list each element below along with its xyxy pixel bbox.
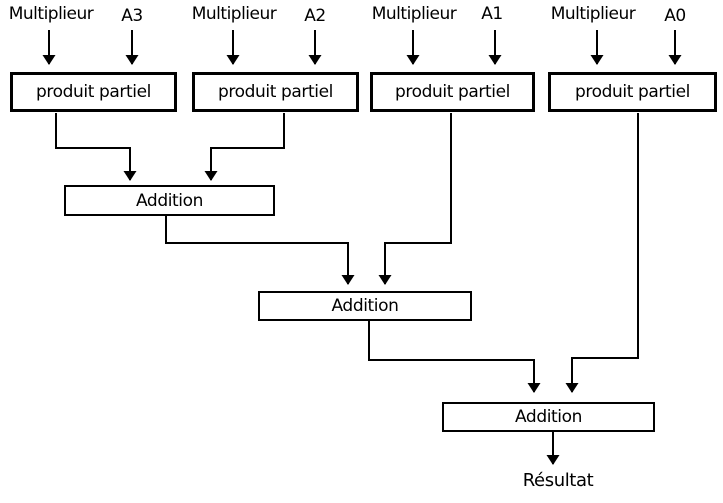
input-label-multiplieur-2: Multiplieur xyxy=(191,4,277,24)
connector-pp2-to-adder1 xyxy=(204,113,285,181)
partial-product-box-2: produit partiel xyxy=(192,72,359,112)
input-label-a0: A0 xyxy=(664,6,686,26)
connector-adder1-to-adder2 xyxy=(165,216,355,285)
connector-pp3-to-adder2 xyxy=(378,113,452,285)
connector-pp1-to-adder1 xyxy=(55,113,137,181)
partial-product-box-4: produit partiel xyxy=(548,72,717,112)
connector-adder2-to-adder3 xyxy=(368,321,541,393)
adder-box-2: Addition xyxy=(258,291,472,321)
input-label-multiplieur-1: Multiplieur xyxy=(8,4,94,24)
input-label-a1: A1 xyxy=(481,4,503,24)
partial-product-box-1: produit partiel xyxy=(10,72,177,112)
partial-product-box-3: produit partiel xyxy=(370,72,535,112)
adder-box-3: Addition xyxy=(442,402,655,432)
adder-box-1: Addition xyxy=(64,185,275,216)
input-label-a2: A2 xyxy=(304,6,326,26)
connector-pp4-to-adder3 xyxy=(565,113,639,393)
result-label: Résultat xyxy=(522,470,594,491)
input-label-multiplieur-3: Multiplieur xyxy=(371,4,457,24)
input-label-a3: A3 xyxy=(121,6,143,26)
input-label-multiplieur-4: Multiplieur xyxy=(550,4,636,24)
